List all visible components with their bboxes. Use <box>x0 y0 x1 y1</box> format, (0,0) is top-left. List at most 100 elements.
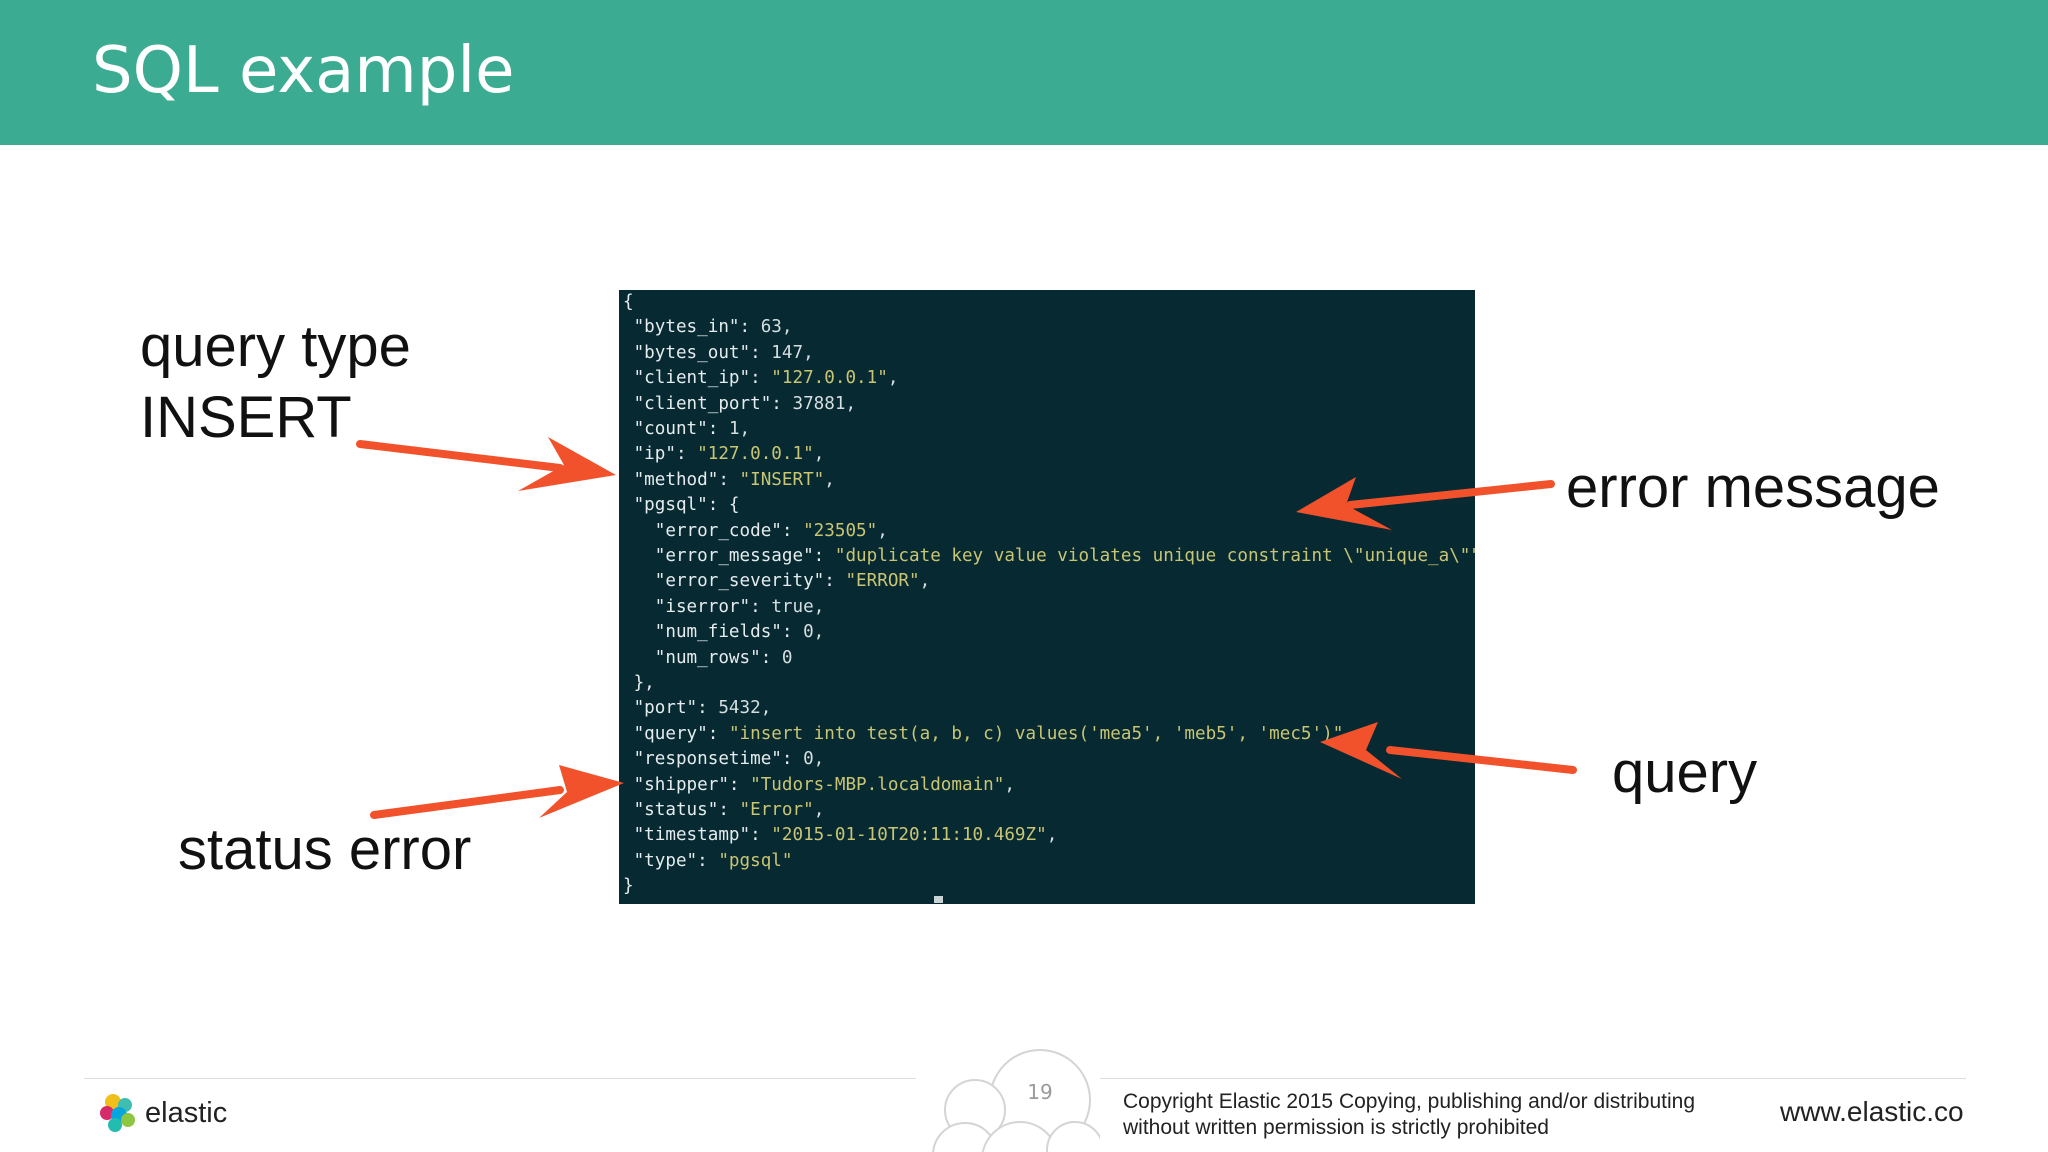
arrow-status-error-icon <box>370 765 624 819</box>
json-key: "iserror": <box>654 596 772 617</box>
json-value: "127.0.0.1" <box>771 368 888 389</box>
json-line: }, <box>623 671 655 696</box>
json-punctuation: , <box>877 520 888 541</box>
json-key: "num_rows": <box>654 647 782 668</box>
json-line: "iserror": true, <box>623 595 825 620</box>
slide-title: SQL example <box>92 34 515 108</box>
json-value: 0 <box>803 622 814 643</box>
website-url: www.elastic.co <box>1780 1096 1964 1127</box>
json-line: "num_fields": 0, <box>623 620 824 645</box>
json-punctuation: , <box>781 317 793 338</box>
json-indent <box>623 698 634 718</box>
copyright-line-2: without written permission is strictly p… <box>1123 1116 1549 1139</box>
json-value: "Error" <box>739 800 814 820</box>
page-number: 19 <box>1027 1080 1053 1104</box>
json-indent <box>623 444 634 464</box>
json-key: "status": <box>633 800 740 820</box>
json-punctuation: , <box>824 469 835 490</box>
json-line: "client_ip": "127.0.0.1", <box>623 366 899 391</box>
json-value: 1 <box>728 419 740 439</box>
json-line: { <box>623 290 634 315</box>
footer-divider-right <box>1100 1078 1966 1079</box>
json-line: "responsetime": 0, <box>623 747 825 772</box>
json-key: "bytes_in": <box>633 317 761 338</box>
json-value: "127.0.0.1" <box>697 444 814 465</box>
json-key: "query": <box>633 723 729 744</box>
json-value: "2015-01-10T20:11:10.469Z" <box>771 825 1047 846</box>
annotation-status-error: status error <box>178 817 472 882</box>
json-indent <box>623 495 634 515</box>
json-punctuation: , <box>739 419 751 439</box>
json-punctuation: , <box>803 342 814 363</box>
json-value: 63 <box>760 317 782 338</box>
json-key: "error_message": <box>654 546 835 566</box>
elastic-logo-icon <box>100 1094 135 1132</box>
json-punctuation: , <box>813 444 825 465</box>
json-indent <box>623 470 634 490</box>
json-line: "bytes_in": 63, <box>623 315 793 340</box>
json-punctuation: , <box>813 749 825 770</box>
json-indent <box>623 749 634 769</box>
arrow-insert-icon <box>356 437 616 491</box>
json-punctuation: , <box>1046 825 1058 846</box>
json-value: "ERROR" <box>845 571 920 592</box>
brand-name: elastic <box>145 1097 228 1129</box>
json-indent <box>623 597 655 617</box>
json-indent <box>623 394 634 414</box>
json-indent <box>623 368 634 388</box>
json-line: "shipper": "Tudors-MBP.localdomain", <box>623 773 1015 798</box>
json-line: } <box>623 874 634 899</box>
json-punctuation: , <box>813 800 825 820</box>
json-indent <box>623 648 655 668</box>
json-key: "method": <box>633 469 740 490</box>
json-indent <box>623 546 655 566</box>
json-value: "duplicate key value violates unique con… <box>834 546 1475 566</box>
json-indent <box>623 800 634 820</box>
json-key: "bytes_out": <box>633 342 772 363</box>
json-value: 37881 <box>792 393 846 414</box>
json-indent <box>623 317 634 337</box>
json-key: "error_code": <box>654 520 804 541</box>
json-value: 5432 <box>718 698 761 719</box>
json-indent <box>623 673 634 693</box>
json-indent <box>623 419 634 439</box>
json-line: "method": "INSERT", <box>623 468 835 493</box>
json-indent <box>623 851 634 871</box>
json-line: "timestamp": "2015-01-10T20:11:10.469Z", <box>623 823 1058 848</box>
json-indent <box>623 343 634 363</box>
json-line: "client_port": 37881, <box>623 392 856 417</box>
json-punctuation: , <box>813 622 825 643</box>
json-key: "responsetime": <box>633 749 804 770</box>
json-key: "pgsql": { <box>633 495 740 516</box>
json-punctuation: , <box>813 596 825 617</box>
json-line: "pgsql": { <box>623 493 740 518</box>
json-key: "client_port": <box>633 393 793 414</box>
json-key: "port": <box>633 698 719 719</box>
json-key: "type": <box>633 850 719 871</box>
cloud-decoration-icon <box>932 1049 1100 1152</box>
json-punctuation: , <box>887 368 899 389</box>
json-line: "port": 5432, <box>623 696 772 721</box>
footer-divider-left <box>84 1078 916 1079</box>
json-key: "shipper": <box>633 774 751 795</box>
json-punctuation: , <box>1343 723 1354 744</box>
json-value: "23505" <box>803 520 878 541</box>
json-indent <box>623 775 634 795</box>
terminal-screenshot: { "bytes_in": 63, "bytes_out": 147, "cli… <box>619 290 1475 904</box>
json-value: "insert into test(a, b, c) values('mea5'… <box>728 723 1344 744</box>
terminal-cursor <box>934 896 943 903</box>
json-indent <box>623 521 655 541</box>
copyright-line-1: Copyright Elastic 2015 Copying, publishi… <box>1123 1090 1696 1113</box>
json-line: "query": "insert into test(a, b, c) valu… <box>623 722 1354 747</box>
annotation-query: query <box>1612 740 1758 805</box>
json-line: "bytes_out": 147, <box>623 341 814 366</box>
json-punctuation: , <box>919 571 931 592</box>
json-key: "error_severity": <box>654 571 846 592</box>
json-value: "Tudors-MBP.localdomain" <box>750 774 1005 795</box>
json-value: 0 <box>781 647 793 668</box>
json-line: "error_severity": "ERROR", <box>623 569 930 594</box>
json-value: 0 <box>803 749 814 770</box>
json-line: "error_code": "23505", <box>623 519 888 544</box>
json-key: "count": <box>633 419 729 439</box>
json-line: "error_message": "duplicate key value vi… <box>623 544 1475 569</box>
